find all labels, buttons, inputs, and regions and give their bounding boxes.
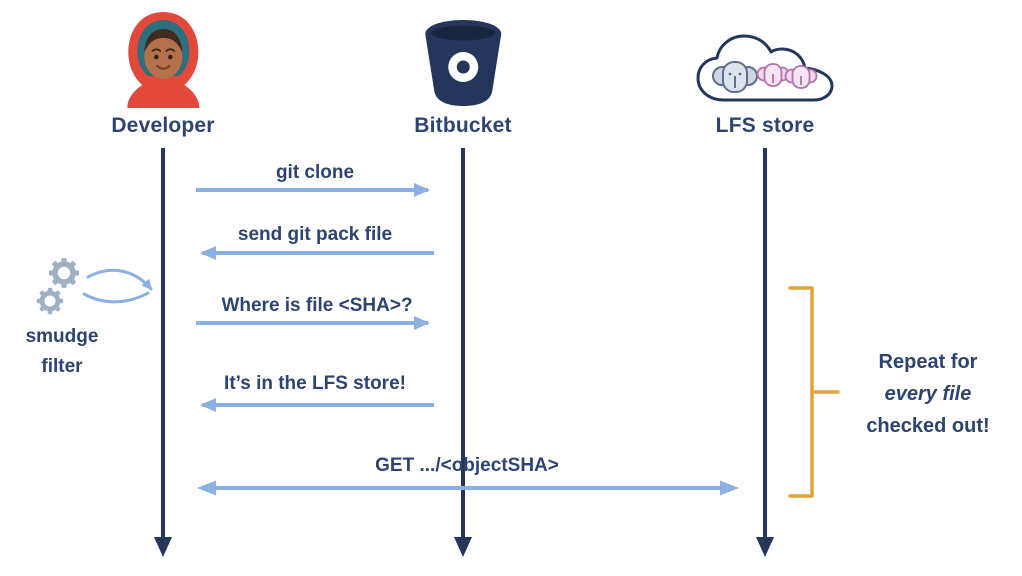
message-label: Where is file <SHA>? [221,295,413,316]
lfs-cloud-icon [690,8,840,108]
repeat-note-line: Repeat for [878,351,978,373]
repeat-note-line: every file [884,383,972,405]
gear-icon [37,288,63,314]
elephant-icon [784,65,818,89]
smudge-curved-arrow [82,268,153,304]
message-label: send git pack file [237,224,393,245]
actor-label-bitbucket: Bitbucket [414,114,512,137]
repeat-bracket [788,286,840,498]
elephant-icon [712,61,758,93]
smudge-filter-label: smudge filter [26,322,99,382]
actor-label-lfs-store: LFS store [715,114,815,137]
actor-label-developer: Developer [111,114,215,137]
actor-developer: Developer [111,8,214,138]
message-label: It’s in the LFS store! [224,373,406,394]
smudge-filter-word: smudge [25,326,99,347]
message-label: GET .../<objectSHA> [375,455,559,476]
elephant-icon [756,63,790,87]
actor-lfs-store: LFS store [690,8,840,138]
repeat-note-line: checked out! [866,415,990,437]
gear-icon [49,258,79,288]
message-label: git clone [275,162,355,183]
arrow-get-objectsha [197,480,739,496]
smudge-filter-word: filter [41,356,83,377]
developer-avatar-icon [117,8,209,108]
repeat-annotation: Repeat for every file checked out! [843,346,1013,442]
actor-bitbucket: Bitbucket [414,8,512,138]
bitbucket-icon [421,8,505,108]
